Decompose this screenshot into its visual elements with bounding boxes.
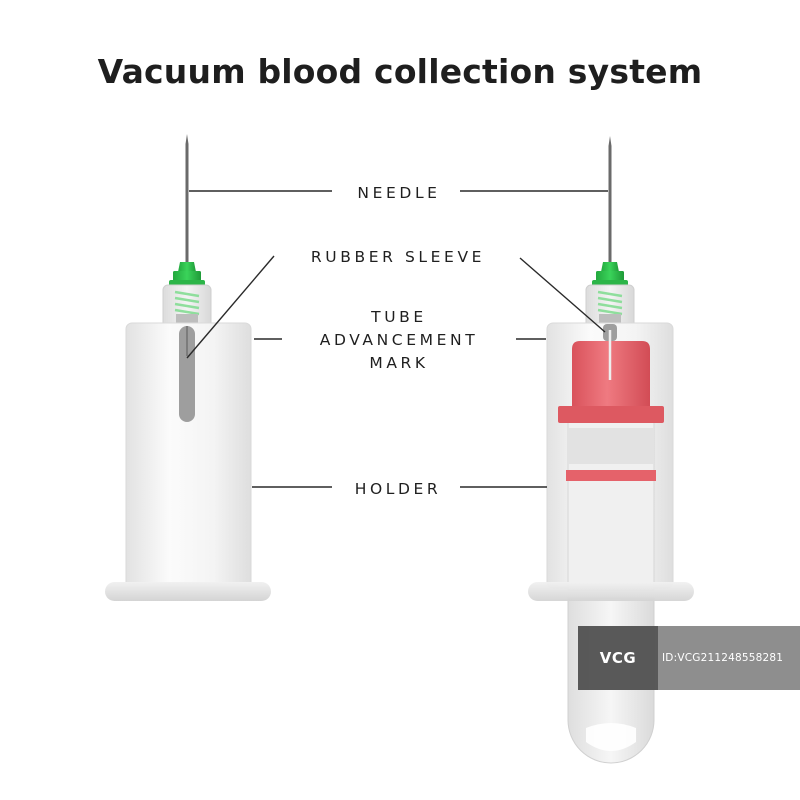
right-holder-flange: [528, 582, 694, 601]
sleeve-leader-left: [186, 255, 275, 359]
watermark-logo: VCG: [599, 649, 637, 667]
leader-lines: [186, 190, 608, 488]
label-tube-line-3: MARK: [369, 354, 428, 372]
label-tube-line-2: ADVANCEMENT: [320, 331, 479, 349]
sleeve-leader-right: [519, 257, 606, 333]
watermark-banner: VCG ID:VCG211248558281: [578, 626, 800, 690]
left-assembly: [105, 134, 271, 601]
left-needle-hub: [169, 262, 205, 288]
right-needle-hub: [592, 262, 628, 288]
label-holder: HOLDER: [355, 480, 442, 498]
left-rubber-sleeve: [179, 326, 195, 422]
watermark-logo-box: VCG: [578, 626, 658, 690]
label-rubber-sleeve: RUBBER SLEEVE: [311, 248, 485, 266]
left-holder-flange: [105, 582, 271, 601]
diagram-title: Vacuum blood collection system: [97, 52, 703, 91]
watermark-id: ID:VCG211248558281: [662, 652, 784, 664]
tube-advancement-band: [566, 470, 656, 481]
label-tube-line-1: TUBE: [370, 308, 427, 326]
left-needle-tip: [185, 134, 189, 144]
left-thread: [174, 290, 200, 316]
right-thread: [597, 290, 623, 316]
label-needle: NEEDLE: [357, 184, 440, 202]
right-needle-tip: [608, 136, 612, 146]
